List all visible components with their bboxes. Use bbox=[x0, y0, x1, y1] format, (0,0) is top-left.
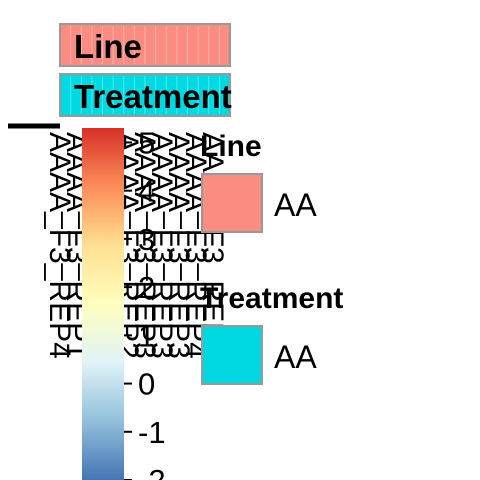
colorbar-tick-label: -1 bbox=[138, 415, 166, 450]
colorbar: 5 4 3 2 1 0 -1 -2 bbox=[82, 125, 166, 480]
annotation-track-label: Line bbox=[74, 28, 142, 65]
column-label: AAAA_F3_REP4 bbox=[196, 132, 229, 359]
colorbar-tick-label: 4 bbox=[138, 174, 155, 209]
legend-swatch bbox=[201, 325, 263, 385]
annotation-track-label: Treatment bbox=[74, 78, 232, 115]
annotation-track-line: Line bbox=[59, 23, 231, 67]
legend-item-label: AA bbox=[274, 339, 317, 375]
annotation-track-bar bbox=[59, 73, 231, 117]
colorbar-tick-label: 2 bbox=[138, 270, 155, 305]
legend-title: Line bbox=[200, 130, 262, 163]
colorbar-tick-label: 3 bbox=[138, 222, 155, 257]
legend-title: Treatment bbox=[200, 282, 343, 315]
colorbar-tick-label: -2 bbox=[138, 463, 166, 480]
column-label: AAAA_F3_REP4 bbox=[179, 132, 212, 359]
annotation-track-treatment: Treatment bbox=[59, 73, 232, 117]
legend-item-label: AA bbox=[274, 187, 317, 223]
column-label: AAAA_F3_REP3 bbox=[162, 132, 195, 359]
column-label: AAAA_F3_REP3 bbox=[145, 132, 178, 359]
column-label: AAAA_F3_REP4 bbox=[43, 132, 76, 359]
column-labels: AAAA_F3_REP4AAAA_F3_REP1AAAA_F3_REP1AAAA… bbox=[43, 132, 229, 359]
annotation-track-bar bbox=[59, 23, 231, 67]
colorbar-tick-label: 1 bbox=[138, 318, 155, 353]
colorbar-tick-label: 0 bbox=[138, 367, 155, 402]
colorbar-gradient bbox=[82, 128, 124, 480]
column-label: AAAA_F3_REP3 bbox=[128, 132, 161, 359]
colorbar-tick-label: 5 bbox=[138, 125, 155, 160]
legend-swatch bbox=[201, 173, 263, 233]
